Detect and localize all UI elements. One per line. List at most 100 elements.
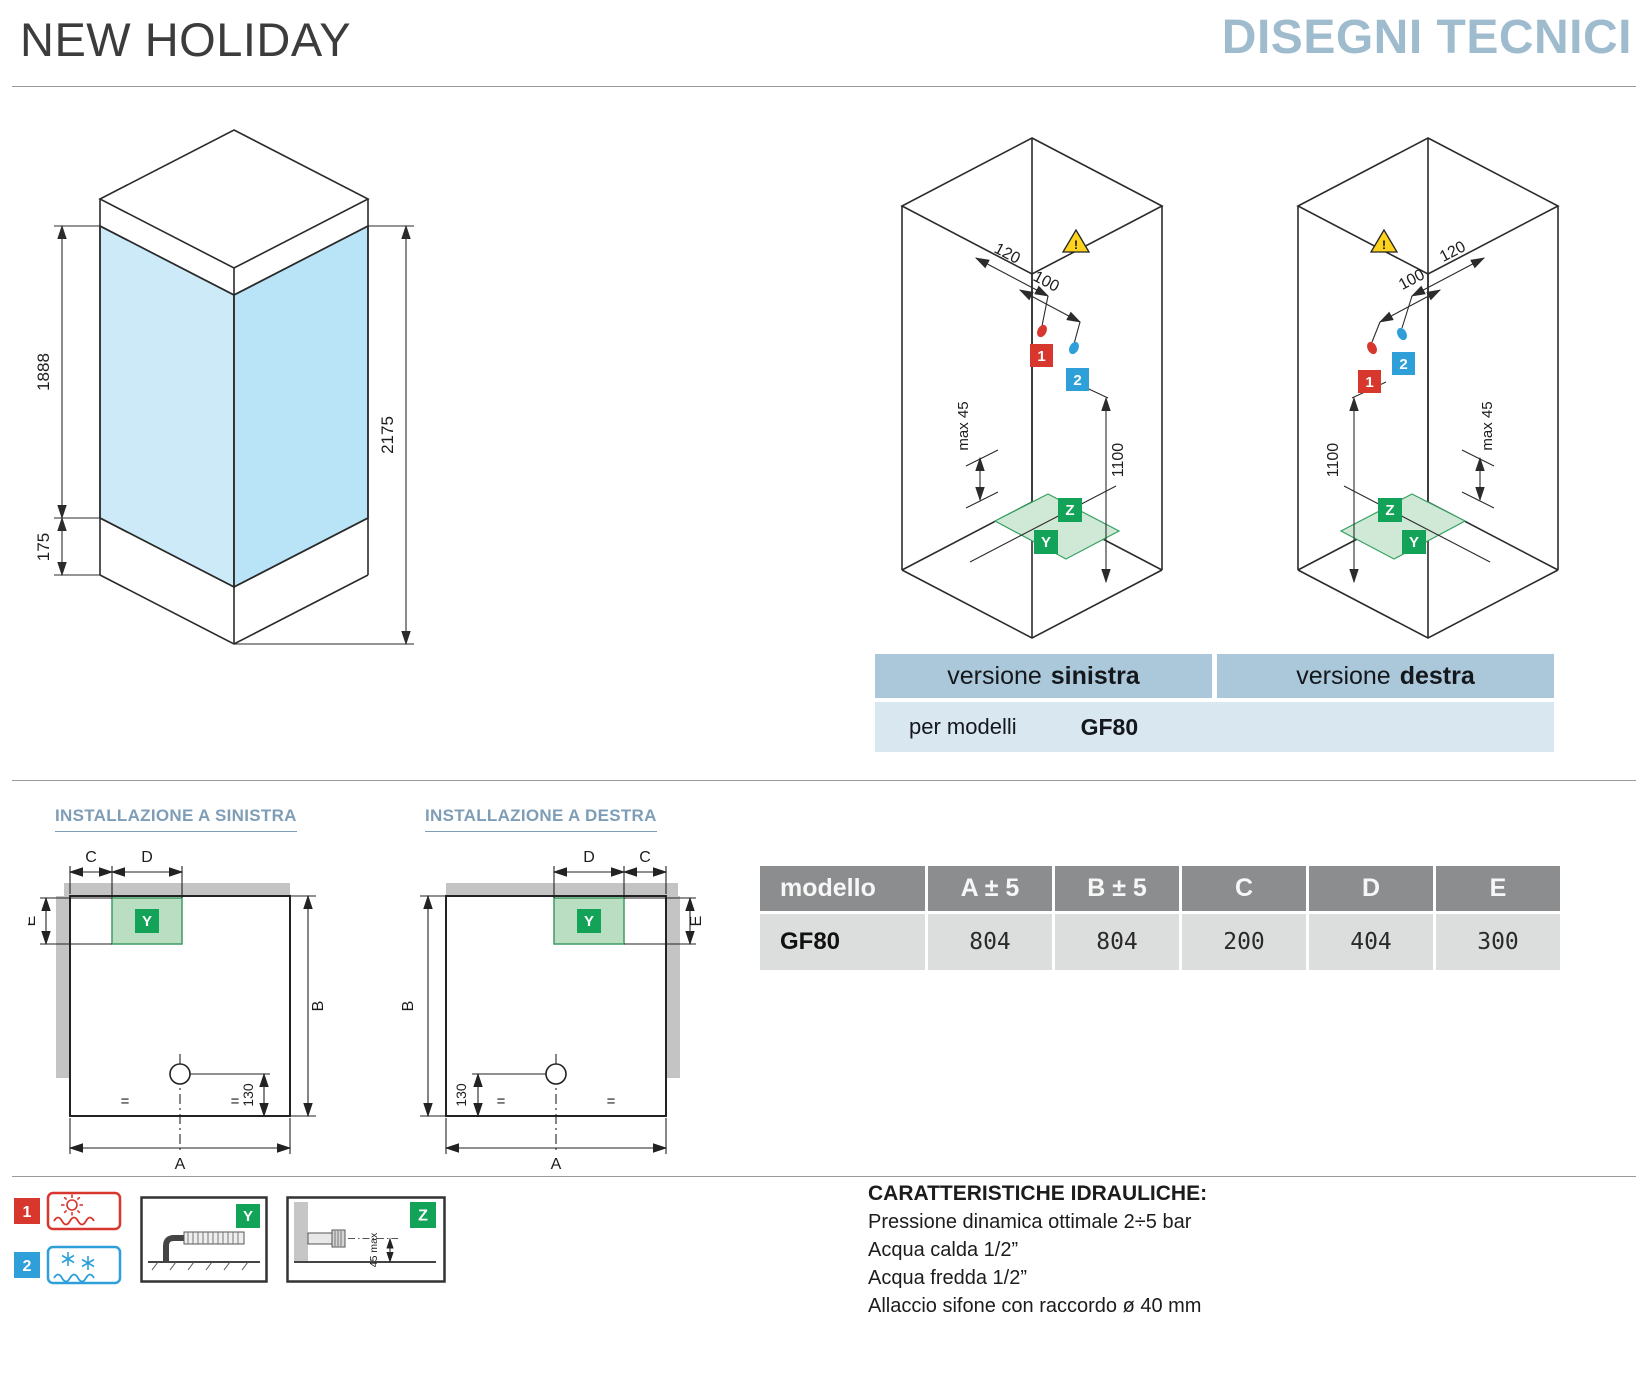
spec-cell-e: 300 (1436, 914, 1560, 970)
drain-hole (169, 1063, 191, 1085)
snowflake-icon (61, 1252, 95, 1270)
glass-right-pane (233, 224, 369, 589)
dim-d: D (141, 849, 153, 866)
equal-mark-left: = (497, 1093, 506, 1110)
y-zone: Y (111, 897, 183, 945)
models-value: GF80 (1080, 713, 1139, 740)
divider-bottom (12, 1176, 1636, 1177)
y-marker-label: Y (1409, 534, 1419, 551)
y-badge-label: Y (584, 913, 594, 930)
tray-zone (1339, 493, 1467, 560)
warning-icon: ! (1369, 228, 1399, 253)
z-dim-label: 45 max (368, 1232, 380, 1267)
cabin-outline (98, 129, 370, 645)
dim-c: C (85, 849, 97, 866)
corrugated-hose-icon (183, 1231, 245, 1245)
spec-header-modello: modello (760, 866, 925, 911)
spec-header-e: E (1436, 866, 1560, 911)
dim-120: 120 (991, 240, 1023, 267)
dimension-lines (40, 866, 316, 1154)
cold-marker-label: 2 (1073, 372, 1081, 389)
hot-marker: 1 (1358, 370, 1381, 393)
z-marker-label: Z (1385, 502, 1394, 519)
dim-b: B (310, 1001, 327, 1012)
spec-header-b: B ± 5 (1055, 866, 1179, 911)
tray-zone (993, 493, 1121, 560)
hydraulics-line-siphon: Allaccio sifone con raccordo ø 40 mm (868, 1295, 1202, 1317)
version-left-header: versione sinistra (875, 654, 1212, 698)
hydraulics-notes: CARATTERISTICHE IDRAULICHE: Pressione di… (868, 1182, 1508, 1320)
version-left-drawing: ! 120 100 max 45 1100 1 2 Z Y (900, 137, 1164, 639)
cold-marker: 2 (1066, 368, 1089, 391)
legend-cold: 2 (14, 1245, 122, 1285)
dim-100: 100 (1030, 268, 1062, 295)
cold-marker: 2 (1392, 352, 1415, 375)
hot-marker-label: 1 (1037, 348, 1045, 365)
hot-water-point (1367, 341, 1377, 355)
y-marker: Y (236, 1204, 260, 1228)
spec-header-a: A ± 5 (928, 866, 1052, 911)
spec-cell-d: 404 (1309, 914, 1433, 970)
equal-mark-right: = (231, 1093, 240, 1110)
dim-130: 130 (240, 1083, 256, 1107)
version-right-drawing: ! 100 120 max 45 1100 1 2 Z Y (1296, 137, 1560, 639)
spec-cell-b: 804 (1055, 914, 1179, 970)
sun-icon (61, 1194, 83, 1216)
cold-legend-label: 2 (23, 1258, 32, 1275)
hot-legend-label: 1 (23, 1204, 32, 1221)
dimension-lines (1343, 257, 1495, 584)
hydraulics-line-pressure: Pressione dinamica ottimale 2÷5 bar (868, 1211, 1192, 1233)
box-outline (1296, 137, 1560, 639)
doc-type-title: DISEGNI TECNICI (1221, 11, 1632, 64)
versions-banner: versione sinistra versione destra per mo… (875, 654, 1554, 752)
dim-max45: max 45 (955, 401, 972, 450)
iso-cabin-drawing: 1888 175 2175 (34, 129, 414, 646)
dim-total-height: 2175 (378, 416, 397, 454)
hydraulics-line-hot: Acqua calda 1/2” (868, 1239, 1019, 1261)
warning-mark: ! (1074, 238, 1078, 252)
cold-water-point (1069, 341, 1079, 355)
version-left-name: sinistra (1050, 661, 1140, 690)
installation-right-drawing: Y D C E B 130 A = = (400, 849, 705, 1173)
installation-left-title: INSTALLAZIONE A SINISTRA (55, 806, 297, 832)
models-label: per modelli (909, 714, 1017, 739)
divider-middle (12, 780, 1636, 781)
cold-marker-label: 2 (1399, 356, 1407, 373)
installation-left-drawing: Y C D E B 130 A = = (28, 849, 327, 1173)
version-right-prefix: versione (1296, 661, 1391, 690)
hot-water-point (1037, 324, 1047, 338)
z-marker: Z (410, 1202, 436, 1228)
z-marker-label: Z (1065, 502, 1074, 519)
version-right-header: versione destra (1217, 654, 1554, 698)
z-legend-label: Z (418, 1208, 428, 1225)
dim-b: B (400, 1001, 417, 1012)
dim-a: A (175, 1156, 186, 1173)
dim-130: 130 (453, 1083, 469, 1107)
y-marker: Y (1034, 530, 1058, 554)
wall-left (56, 896, 70, 1078)
dim-max45: max 45 (1479, 401, 1496, 450)
y-zone: Y (553, 897, 625, 945)
spec-header-d: D (1309, 866, 1433, 911)
dim-e: E (28, 916, 39, 927)
dim-1100: 1100 (1110, 443, 1127, 478)
wall-top (446, 883, 678, 896)
dim-1100: 1100 (1325, 443, 1342, 478)
warning-mark: ! (1382, 238, 1386, 252)
pipe-fitting-icon (307, 1229, 346, 1248)
dim-a: A (551, 1156, 562, 1173)
box-outline (900, 137, 1164, 639)
wall-right (666, 896, 680, 1078)
hot-marker-label: 1 (1365, 374, 1373, 391)
drain-hole (545, 1063, 567, 1085)
equal-mark-left: = (121, 1093, 130, 1110)
spec-cell-a: 804 (928, 914, 1052, 970)
hydraulics-line-cold: Acqua fredda 1/2” (868, 1267, 1027, 1289)
equal-mark-right: = (607, 1093, 616, 1110)
models-row: per modelli GF80 (875, 702, 1554, 752)
version-left-prefix: versione (947, 661, 1042, 690)
dimension-lines (420, 866, 696, 1154)
spec-cell-model: GF80 (760, 914, 925, 970)
y-badge-label: Y (142, 913, 152, 930)
